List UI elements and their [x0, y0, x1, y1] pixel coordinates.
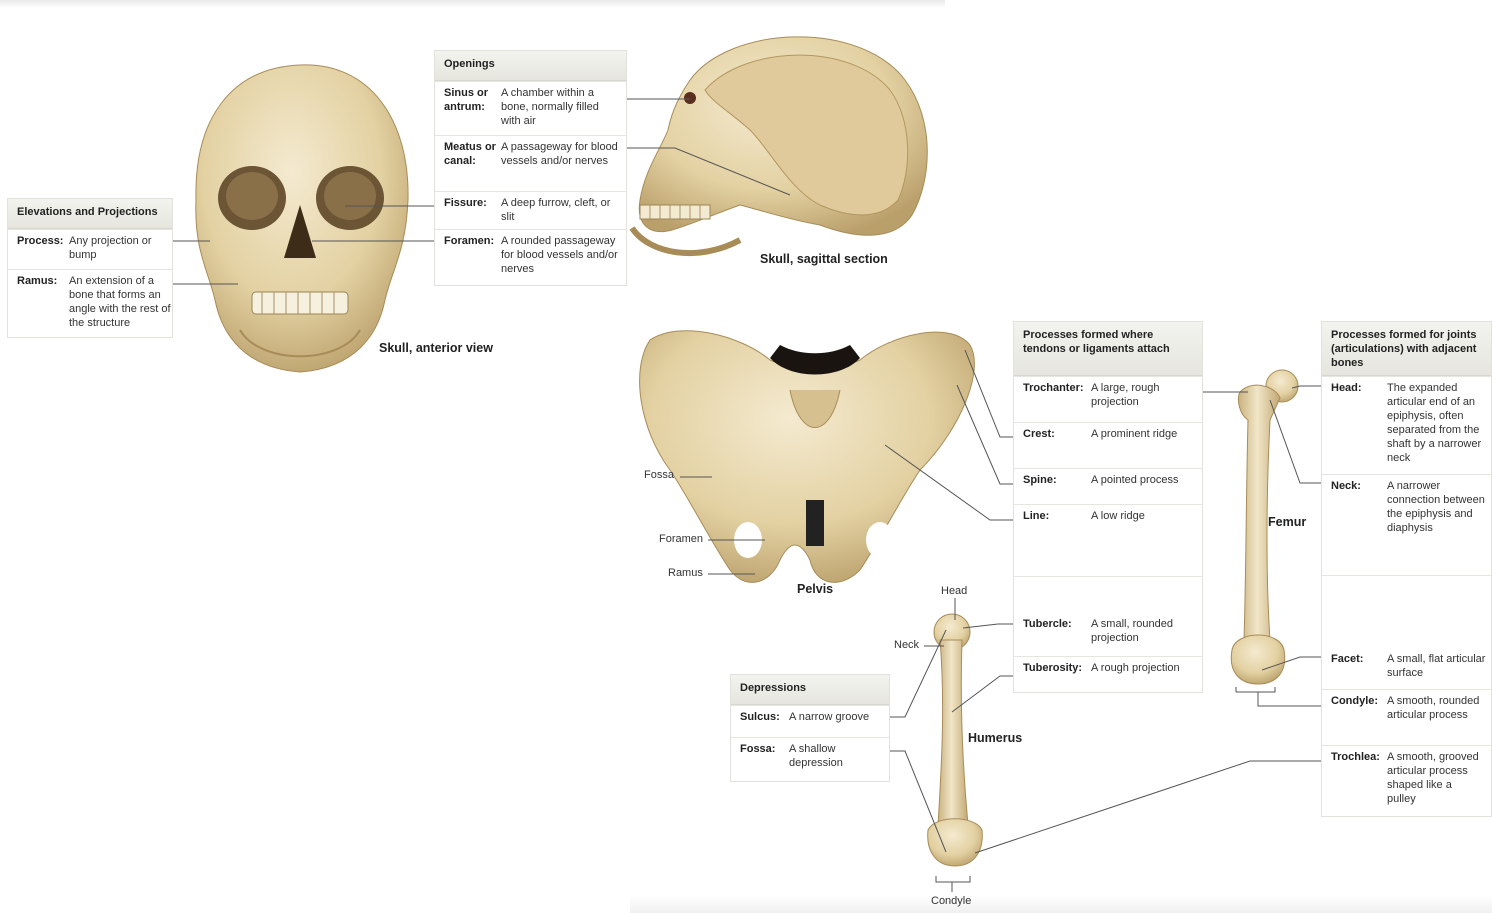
term: Trochanter: — [1023, 381, 1084, 395]
table-row: Tubercle: A small, rounded projection — [1014, 576, 1202, 656]
definition: The expanded articular end of an epiphys… — [1387, 381, 1491, 465]
table-row: Condyle: A smooth, rounded articular pro… — [1322, 689, 1491, 745]
term: Process: — [17, 234, 63, 248]
table-row: Foramen: A rounded passageway for blood … — [435, 229, 626, 283]
caption-skull-anterior: Skull, anterior view — [379, 341, 493, 355]
elevations-table: Elevations and Projections Process: Any … — [7, 198, 173, 338]
definition: A narrower connection between the epiphy… — [1387, 479, 1492, 535]
term: Ramus: — [17, 274, 57, 288]
joints-title: Processes formed for joints (articulatio… — [1322, 322, 1491, 376]
definition: A smooth, grooved articular process shap… — [1387, 750, 1483, 806]
caption-pelvis: Pelvis — [797, 582, 833, 596]
table-row: Head: The expanded articular end of an e… — [1322, 376, 1491, 474]
term: Fossa: — [740, 742, 775, 756]
tendons-table: Processes formed where tendons or ligame… — [1013, 321, 1203, 693]
label-condyle: Condyle — [931, 895, 971, 907]
tendons-title: Processes formed where tendons or ligame… — [1014, 322, 1202, 376]
definition: A pointed process — [1091, 473, 1201, 487]
joints-table-lower: Facet: A small, flat articular surface C… — [1321, 575, 1492, 817]
term: Tubercle: — [1023, 617, 1072, 631]
table-row: Sulcus: A narrow groove — [731, 705, 889, 737]
definition: A small, flat articular surface — [1387, 652, 1487, 680]
openings-title: Openings — [435, 51, 626, 81]
definition: A large, rough projection — [1091, 381, 1191, 409]
table-row: Line: A low ridge — [1014, 504, 1202, 576]
openings-table: Openings Sinus or antrum: A chamber with… — [434, 50, 627, 286]
table-row: Sinus or antrum: A chamber within a bone… — [435, 81, 626, 135]
term: Foramen: — [444, 234, 494, 248]
depressions-table: Depressions Sulcus: A narrow groove Foss… — [730, 674, 890, 782]
table-row: Fossa: A shallow depression — [731, 737, 889, 781]
table-row: Facet: A small, flat articular surface — [1322, 575, 1491, 689]
elevations-title: Elevations and Projections — [8, 199, 172, 229]
definition: A prominent ridge — [1091, 427, 1181, 441]
definition: An extension of a bone that forms an ang… — [69, 274, 171, 330]
caption-humerus: Humerus — [968, 731, 1022, 745]
definition: A deep furrow, cleft, or slit — [501, 196, 619, 224]
table-row: Crest: A prominent ridge — [1014, 422, 1202, 468]
definition: A low ridge — [1091, 509, 1191, 523]
definition: A chamber within a bone, normally filled… — [501, 86, 619, 128]
label-neck: Neck — [894, 639, 919, 651]
caption-femur: Femur — [1268, 515, 1306, 529]
table-row: Spine: A pointed process — [1014, 468, 1202, 504]
term: Fissure: — [444, 196, 487, 210]
table-row: Trochanter: A large, rough projection — [1014, 376, 1202, 422]
definition: A shallow depression — [789, 742, 879, 770]
term: Tuberosity: — [1023, 661, 1082, 675]
term: Facet: — [1331, 652, 1363, 666]
term: Trochlea: — [1331, 750, 1380, 764]
term: Condyle: — [1331, 694, 1378, 708]
term: Sinus or antrum: — [444, 86, 496, 114]
definition: A passageway for blood vessels and/or ne… — [501, 140, 619, 168]
table-row: Tuberosity: A rough projection — [1014, 656, 1202, 692]
definition: A rough projection — [1091, 661, 1201, 675]
table-row: Process: Any projection or bump — [8, 229, 172, 269]
skull-anterior-image — [196, 65, 408, 372]
label-foramen: Foramen — [659, 533, 703, 545]
definition: A rounded passageway for blood vessels a… — [501, 234, 623, 276]
table-row: Fissure: A deep furrow, cleft, or slit — [435, 191, 626, 229]
definition: A smooth, rounded articular process — [1387, 694, 1483, 722]
table-row: Ramus: An extension of a bone that forms… — [8, 269, 172, 337]
label-ramus: Ramus — [668, 567, 703, 579]
term: Crest: — [1023, 427, 1055, 441]
table-row: Trochlea: A smooth, grooved articular pr… — [1322, 745, 1491, 815]
definition: A narrow groove — [789, 710, 887, 724]
label-fossa: Fossa — [644, 469, 674, 481]
term: Neck: — [1331, 479, 1361, 493]
depressions-title: Depressions — [731, 675, 889, 705]
term: Spine: — [1023, 473, 1057, 487]
term: Line: — [1023, 509, 1049, 523]
table-row: Meatus or canal: A passageway for blood … — [435, 135, 626, 191]
definition: Any projection or bump — [69, 234, 161, 262]
skull-sagittal-image — [632, 37, 927, 253]
term: Sulcus: — [740, 710, 780, 724]
definition: A small, rounded projection — [1091, 617, 1195, 645]
term: Meatus or canal: — [444, 140, 496, 168]
caption-skull-sagittal: Skull, sagittal section — [760, 252, 888, 266]
term: Head: — [1331, 381, 1362, 395]
label-head: Head — [941, 585, 967, 597]
